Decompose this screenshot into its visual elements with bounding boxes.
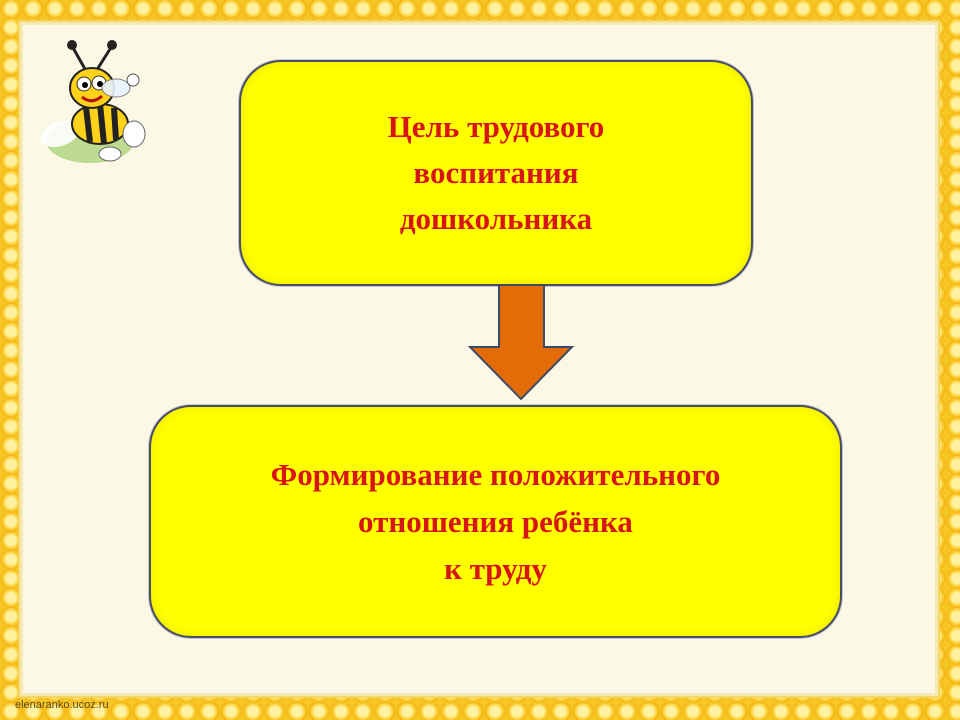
down-arrow [468, 284, 574, 401]
bee-icon [40, 40, 146, 163]
result-text: Формирование положительного отношения ре… [270, 457, 721, 586]
goal-text: Цель трудового воспитания дошкольника [387, 109, 605, 236]
result-box: Формирование положительного отношения ре… [149, 405, 842, 638]
goal-box: Цель трудового воспитания дошкольника [239, 60, 753, 286]
watermark: elenaranko.ucoz.ru [15, 699, 109, 711]
